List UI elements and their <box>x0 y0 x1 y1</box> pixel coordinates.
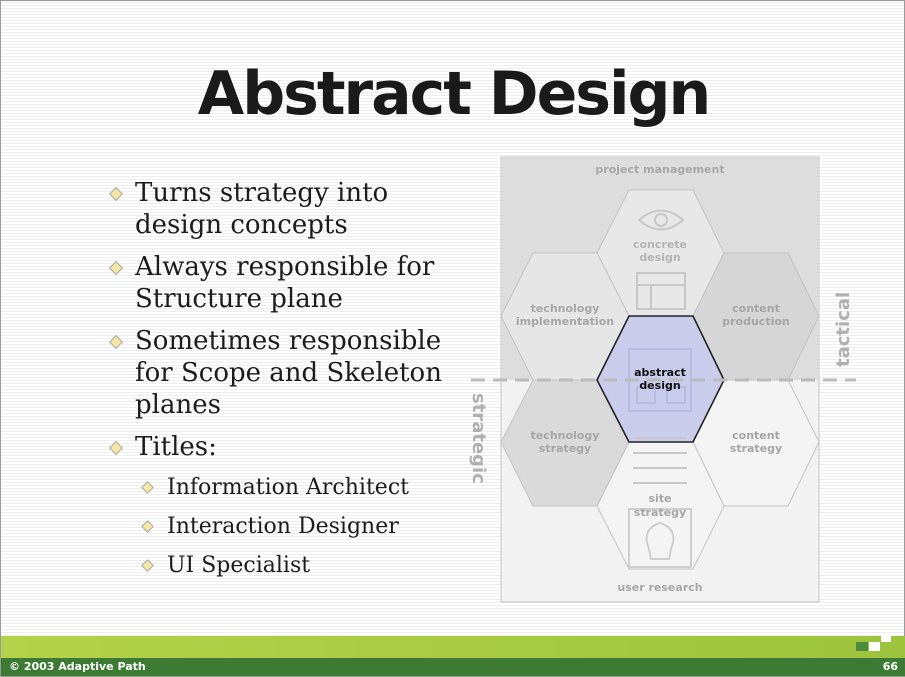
abstract-design-label-1: abstract <box>634 366 686 379</box>
diamond-bullet-icon <box>141 520 154 533</box>
footer-deco-square <box>881 634 891 642</box>
bullet-text: Sometimes responsible for Scope and Skel… <box>135 326 442 420</box>
sub-bullet-text: UI Specialist <box>167 553 311 578</box>
slide-title: Abstract Design <box>197 59 711 129</box>
bullet-text: Always responsible for Structure plane <box>135 252 435 314</box>
sub-bullet-text: Interaction Designer <box>167 514 399 539</box>
bullet-text: Titles: <box>135 432 217 462</box>
bullet-list: Turns strategy into design concepts Alwa… <box>108 177 479 590</box>
diamond-bullet-icon <box>108 440 124 456</box>
technology-strategy-label-2: strategy <box>539 442 591 455</box>
footer-deco-square <box>869 642 880 651</box>
site-strategy-label-1: site <box>648 492 671 505</box>
wireframe-icon <box>636 272 686 310</box>
bullet-text: Turns strategy into design concepts <box>135 178 389 240</box>
page-number: 66 <box>882 660 898 673</box>
diamond-bullet-icon <box>108 334 124 350</box>
sub-bullet-item: Information Architect <box>141 473 479 503</box>
footer-deco-square <box>856 642 868 651</box>
bullet-item: Always responsible for Structure plane <box>108 251 479 315</box>
lightbulb-icon <box>628 508 692 568</box>
copyright-text: © 2003 Adaptive Path <box>9 660 146 673</box>
content-production-label-1: content <box>732 302 780 315</box>
content-production-label-2: production <box>722 315 790 328</box>
diamond-bullet-icon <box>108 186 124 202</box>
diamond-bullet-icon <box>108 260 124 276</box>
technology-implementation-label-2: implementation <box>516 315 614 328</box>
site-strategy-label-2: strategy <box>634 506 686 519</box>
abstract-design-label-2: design <box>639 379 680 392</box>
tactical-label: tactical <box>833 292 854 367</box>
user-research-label: user research <box>617 581 702 594</box>
concrete-design-label-1: concrete <box>633 238 687 251</box>
hexagon-diagram: project management user research concret… <box>468 156 856 603</box>
diamond-bullet-icon <box>141 559 154 572</box>
content-strategy-label-2: strategy <box>730 442 782 455</box>
footer-accent-band <box>1 636 905 658</box>
list-icon <box>633 437 687 484</box>
sub-bullet-item: UI Specialist <box>141 551 479 581</box>
project-management-label: project management <box>595 163 724 176</box>
strategic-label: strategic <box>468 393 489 484</box>
eye-icon <box>637 209 685 231</box>
bullet-item: Turns strategy into design concepts <box>108 177 479 241</box>
sub-bullet-text: Information Architect <box>167 475 409 500</box>
technology-implementation-label-1: technology <box>531 302 600 315</box>
content-strategy-label-1: content <box>732 429 780 442</box>
sub-bullet-item: Interaction Designer <box>141 512 479 542</box>
technology-strategy-label-1: technology <box>531 429 600 442</box>
bullet-item: Sometimes responsible for Scope and Skel… <box>108 325 479 421</box>
concrete-design-label-2: design <box>639 251 680 264</box>
footer-bar: © 2003 Adaptive Path 66 <box>1 658 905 676</box>
diamond-bullet-icon <box>141 481 154 494</box>
bullet-item: Titles: <box>108 431 479 463</box>
